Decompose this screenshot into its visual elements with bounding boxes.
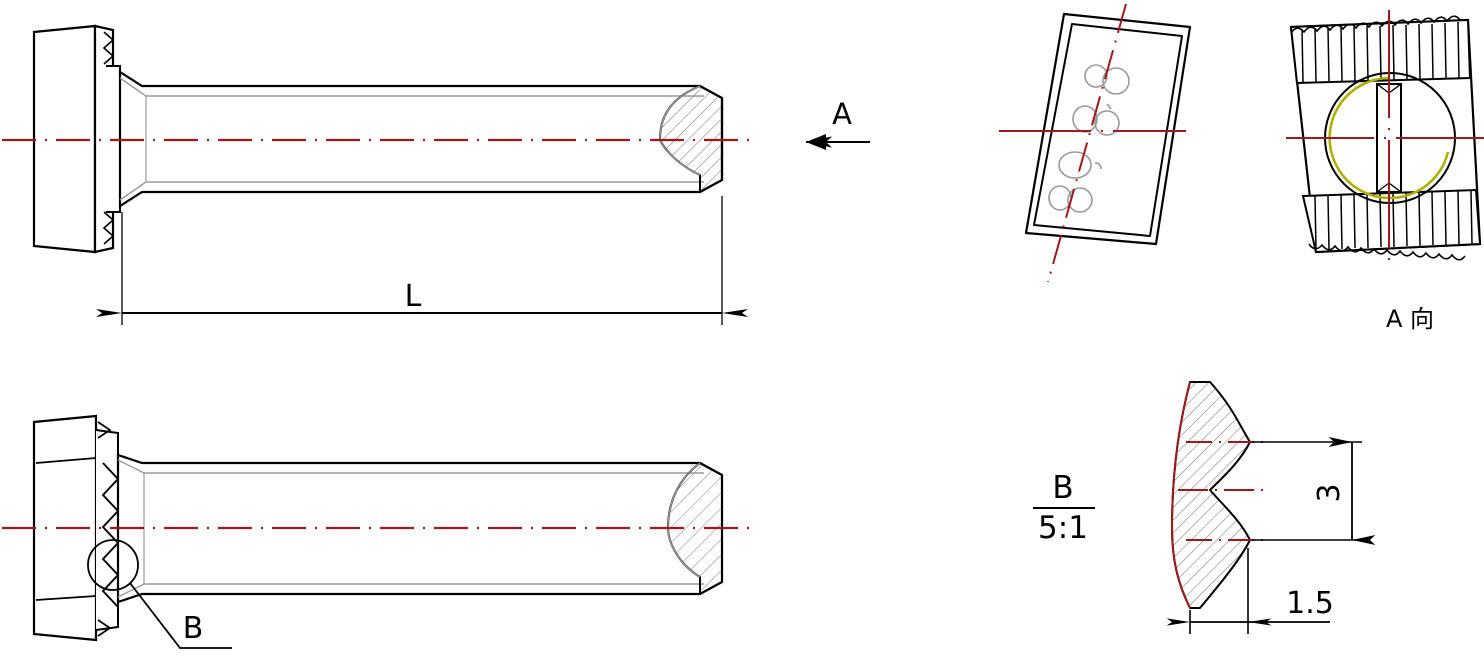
thread-profile-section	[1170, 381, 1251, 609]
detail-view-B: B 5:1 3 1.5	[1033, 381, 1376, 634]
detail-callout-leader	[129, 582, 232, 649]
detail-callout-circle	[87, 539, 139, 591]
knurl-band-lower	[1301, 188, 1482, 261]
plate-centerline-inclined	[1047, 3, 1127, 283]
detail-callout-B: B	[87, 539, 232, 649]
plate-engraved-marks	[1048, 64, 1130, 213]
main-front-view	[2, 24, 752, 325]
dimension-length-label: L	[405, 279, 422, 314]
section-arrow-label: A	[832, 97, 852, 131]
section-break-line	[1170, 381, 1191, 609]
screw-shank-outline	[118, 69, 724, 209]
knurl-serration-profile	[101, 462, 120, 608]
dimension-length-L: L	[96, 279, 748, 317]
detail-callout-label: B	[183, 611, 204, 646]
detail-scale-label: 5:1	[1038, 510, 1088, 546]
dimension-width-label: 1.5	[1286, 586, 1334, 621]
head-view-label: A 向	[1386, 305, 1434, 333]
head-view-A: A 向	[1286, 10, 1484, 333]
detail-title-block: B 5:1	[1033, 470, 1095, 546]
thread-circle-yellow	[1328, 76, 1450, 200]
rotated-front-view	[2, 414, 752, 642]
detail-name-label: B	[1052, 470, 1073, 506]
knurl-band-upper	[1289, 15, 1472, 85]
dimension-height-label: 3	[1312, 483, 1347, 502]
section-arrow-A: A	[806, 97, 870, 150]
dimension-height-3: 3	[1312, 436, 1376, 546]
skewed-plate-view	[999, 3, 1192, 283]
dimension-width-1point5: 1.5	[1166, 586, 1334, 626]
